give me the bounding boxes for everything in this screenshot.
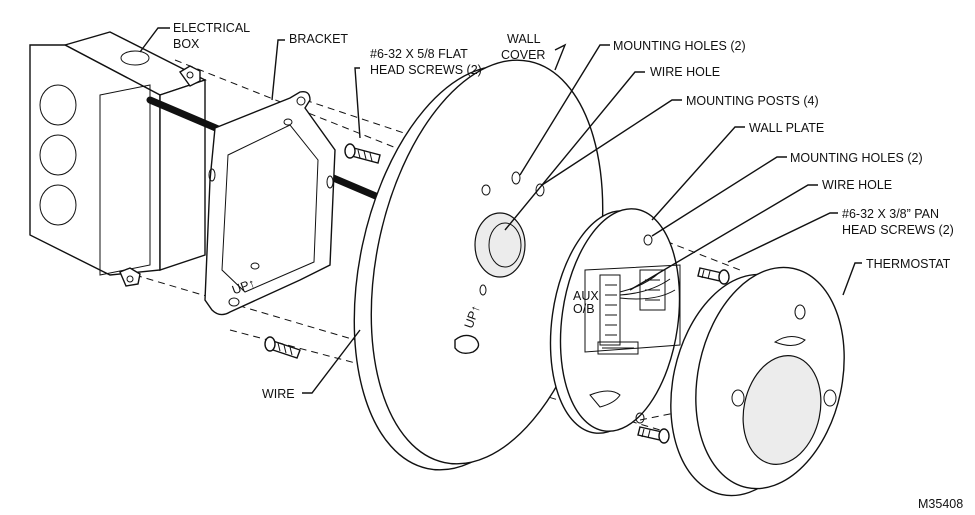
pan-head-screw-top — [697, 267, 730, 285]
label-wire-hole-cover: WIRE HOLE — [650, 65, 720, 79]
wall-cover: UP↑ — [353, 59, 604, 471]
label-mounting-holes-cover: MOUNTING HOLES (2) — [613, 39, 746, 53]
label-thermostat: THERMOSTAT — [866, 257, 951, 271]
label-mounting-holes-plate: MOUNTING HOLES (2) — [790, 151, 923, 165]
svg-text:MOUNTING POSTS (4): MOUNTING POSTS (4) — [686, 94, 819, 108]
svg-text:#6-32 X 3/8” PAN: #6-32 X 3/8” PAN — [842, 207, 939, 221]
svg-text:BRACKET: BRACKET — [289, 32, 348, 46]
label-bracket: BRACKET — [289, 32, 348, 46]
svg-text:#6-32 X 5/8 FLAT: #6-32 X 5/8 FLAT — [370, 47, 468, 61]
svg-text:COVER: COVER — [501, 48, 545, 62]
pan-head-screw-bottom — [637, 426, 670, 444]
wall-plate: AUX O/B — [549, 208, 681, 434]
leader-lines — [139, 27, 862, 394]
label-mounting-posts: MOUNTING POSTS (4) — [686, 94, 819, 108]
svg-text:HEAD SCREWS (2): HEAD SCREWS (2) — [370, 63, 482, 77]
label-wire-hole-plate: WIRE HOLE — [822, 178, 892, 192]
svg-text:ELECTRICAL: ELECTRICAL — [173, 21, 250, 35]
label-flat-head-screws: #6-32 X 5/8 FLAT HEAD SCREWS (2) — [370, 47, 482, 77]
label-wire: WIRE — [262, 387, 295, 401]
svg-text:MOUNTING HOLES (2): MOUNTING HOLES (2) — [613, 39, 746, 53]
label-pan-head-screws: #6-32 X 3/8” PAN HEAD SCREWS (2) — [842, 207, 954, 237]
thermostat — [670, 266, 845, 497]
label-electrical-box: ELECTRICAL BOX — [173, 21, 250, 51]
label-wall-cover: WALL COVER — [501, 32, 545, 62]
plate-ob-mark: O/B — [573, 302, 595, 316]
svg-text:WIRE HOLE: WIRE HOLE — [650, 65, 720, 79]
flat-head-screw-top — [344, 143, 381, 164]
bracket: UP↑ — [204, 90, 336, 316]
label-wall-plate: WALL PLATE — [749, 121, 824, 135]
figure-id: M35408 — [918, 497, 963, 511]
plate-aux-mark: AUX — [573, 289, 599, 303]
svg-text:THERMOSTAT: THERMOSTAT — [866, 257, 951, 271]
svg-text:WALL: WALL — [507, 32, 541, 46]
svg-text:MOUNTING HOLES (2): MOUNTING HOLES (2) — [790, 151, 923, 165]
electrical-box — [29, 31, 207, 287]
svg-text:BOX: BOX — [173, 37, 200, 51]
flat-head-screw-bottom — [264, 336, 301, 359]
svg-text:WALL PLATE: WALL PLATE — [749, 121, 824, 135]
svg-text:WIRE HOLE: WIRE HOLE — [822, 178, 892, 192]
svg-text:HEAD SCREWS (2): HEAD SCREWS (2) — [842, 223, 954, 237]
svg-text:WIRE: WIRE — [262, 387, 295, 401]
